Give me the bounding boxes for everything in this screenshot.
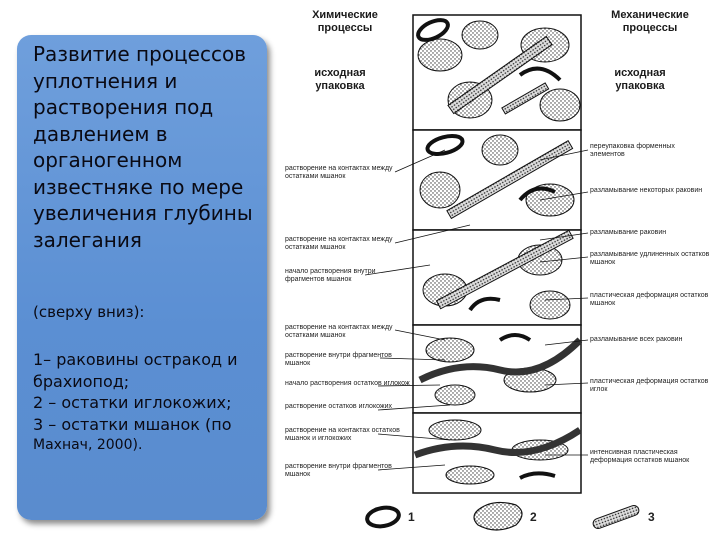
left-label: растворение на контактах между остатками… bbox=[285, 324, 393, 339]
left-label: растворение внутри фрагментов мшанок bbox=[285, 463, 392, 478]
left-leader-lines bbox=[364, 149, 471, 471]
echinoderm-grain bbox=[419, 171, 461, 209]
ostracod-shell bbox=[519, 471, 556, 480]
legend-number-2: 2 bbox=[530, 510, 537, 524]
echinoderm-grain bbox=[425, 337, 475, 363]
right-label: разламывание некоторых раковин bbox=[590, 187, 703, 194]
legend-number-1: 1 bbox=[408, 510, 415, 524]
right-label: переупаковка форменных элементов bbox=[590, 143, 675, 158]
echinoderm-grain bbox=[434, 384, 476, 406]
legend-symbols bbox=[365, 501, 640, 531]
description-panel: Развитие процессов уплотнения и растворе… bbox=[17, 35, 267, 520]
right-label: разламывание удлиненных остатков мшанок bbox=[590, 251, 710, 266]
ostracod-shell bbox=[518, 186, 556, 202]
left-label: растворение остатков иглокожих bbox=[285, 403, 393, 410]
echinoderm-grain bbox=[529, 290, 571, 320]
legend-line-3: 3 – остатки мшанок (по bbox=[33, 414, 232, 434]
ostracod-shell bbox=[498, 333, 532, 342]
right-leader-lines bbox=[539, 149, 589, 456]
header-chemical: Химические процессы bbox=[312, 9, 378, 34]
right-label: пластическая деформация остатков иглок bbox=[590, 378, 709, 393]
left-label: растворение на контактах между остатками… bbox=[285, 165, 393, 180]
bryozoan-fragment bbox=[435, 229, 574, 310]
legend-ostracod-icon bbox=[365, 505, 401, 529]
echinoderm-grain bbox=[428, 419, 482, 441]
left-label: растворение внутри фрагментов мшанок bbox=[285, 352, 392, 367]
bryozoan-fragment bbox=[501, 82, 550, 115]
echinoderm-grain bbox=[417, 38, 463, 72]
right-label: интенсивная пластическая деформация оста… bbox=[590, 449, 690, 464]
echinoderm-grain bbox=[481, 134, 519, 166]
right-label: пластическая деформация остатков мшанок bbox=[590, 292, 709, 307]
left-label: растворение на контактах остатков мшанок… bbox=[285, 427, 400, 442]
echinoderm-grain bbox=[525, 183, 575, 217]
grain-texture bbox=[413, 18, 582, 485]
legend-number-3: 3 bbox=[648, 510, 655, 524]
echinoderm-grain bbox=[445, 465, 495, 485]
echinoderm-grain bbox=[461, 20, 499, 50]
legend-line-1: 1– раковины остракод и брахиопод; bbox=[33, 350, 238, 391]
legend-bryozoan-icon bbox=[592, 505, 640, 529]
ostracod-shell bbox=[468, 296, 501, 312]
bryozoan-fragment bbox=[413, 427, 582, 459]
bryozoan-fragment bbox=[418, 337, 582, 384]
left-label: растворение на контактах между остатками… bbox=[285, 236, 393, 251]
ostracod-shell bbox=[416, 18, 450, 42]
legend-line-2: 2 – остатки иглокожих; bbox=[33, 393, 232, 412]
left-label: начало растворения остатков иглокож bbox=[285, 380, 410, 387]
panel-title: Развитие процессов уплотнения и растворе… bbox=[33, 42, 253, 252]
initial-packing-mech: исходная упаковка bbox=[614, 67, 666, 92]
ostracod-shell bbox=[518, 66, 562, 82]
legend-source: Махнач, 2000). bbox=[33, 437, 143, 453]
panel-subtitle: (сверху вниз): bbox=[33, 303, 145, 321]
ostracod-shell bbox=[425, 133, 465, 157]
echinoderm-grain bbox=[539, 88, 581, 122]
legend-description: 1– раковины остракод и брахиопод; 2 – ос… bbox=[33, 349, 273, 457]
header-mechanical: Механические процессы bbox=[611, 9, 689, 34]
right-label: разламывание раковин bbox=[590, 229, 667, 236]
left-label: начало растворения внутри фрагментов мша… bbox=[285, 268, 376, 283]
legend-echinoderm-icon bbox=[473, 501, 523, 531]
right-label: разламывание всех раковин bbox=[590, 336, 683, 343]
bryozoan-fragment bbox=[447, 35, 553, 115]
initial-packing-chem: исходная упаковка bbox=[314, 67, 366, 92]
